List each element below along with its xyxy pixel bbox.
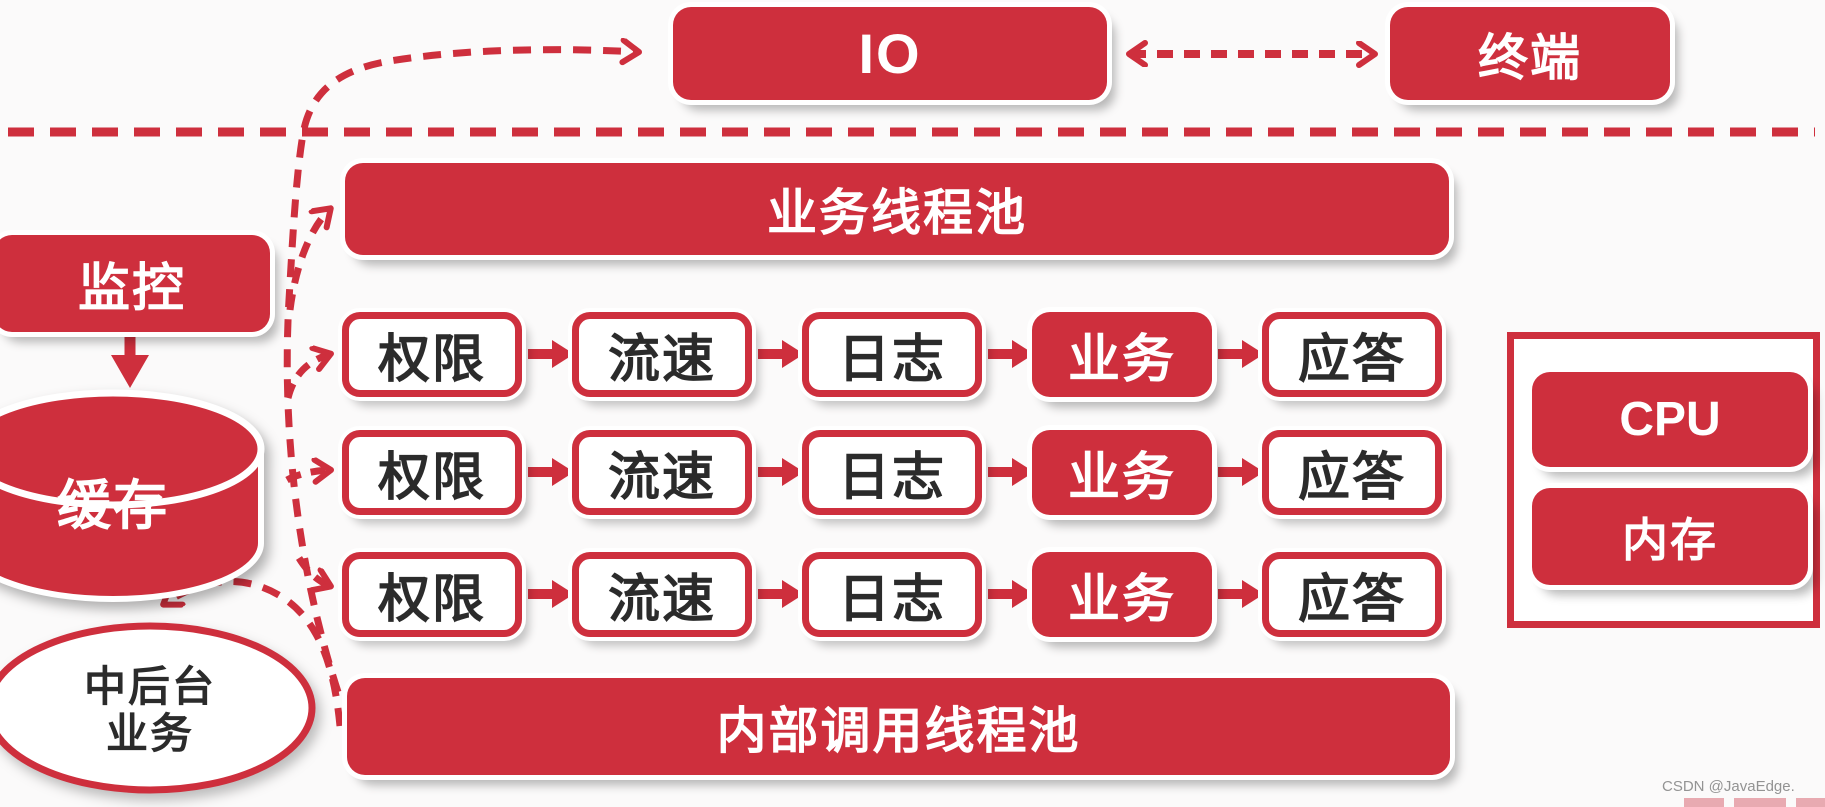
pipeline-arrows-row3 <box>528 580 1264 608</box>
pipeline-row3-step-auth: 权限 <box>342 552 522 637</box>
pipeline-row1-step-reply: 应答 <box>1262 312 1442 397</box>
watermark-text: CSDN @JavaEdge. <box>1662 778 1795 795</box>
pipeline-row3-step-biz: 业务 <box>1032 552 1212 637</box>
pipeline-row1-step-rate: 流速 <box>572 312 752 397</box>
io-node: IO <box>673 7 1107 100</box>
branch-to-business-pool <box>286 209 330 311</box>
pipeline-row2-step-log: 日志 <box>802 430 982 515</box>
pipeline-arrows-row2 <box>528 458 1264 486</box>
cpu-node: CPU <box>1532 372 1808 467</box>
pipeline-row1-step-log: 日志 <box>802 312 982 397</box>
trunk-to-io-curve <box>283 50 638 694</box>
monitor-node: 监控 <box>0 235 270 332</box>
monitor-to-cache-arrow <box>111 334 149 388</box>
watermark-block <box>1734 798 1786 807</box>
branch-to-row1 <box>284 354 330 399</box>
pipeline-row3-step-rate: 流速 <box>572 552 752 637</box>
pipeline-row1-step-auth: 权限 <box>342 312 522 397</box>
midback-business-label: 中后台 业务 <box>0 660 312 760</box>
cache-label: 缓存 <box>57 475 169 536</box>
pipeline-arrows-row1 <box>528 340 1264 368</box>
watermark-block <box>1684 798 1724 807</box>
midback-line1: 中后台 <box>83 662 216 710</box>
cache-cylinder <box>0 389 265 602</box>
memory-node: 内存 <box>1532 488 1808 585</box>
internal-call-thread-pool-bar: 内部调用线程池 <box>347 678 1450 775</box>
business-thread-pool-bar: 业务线程池 <box>345 163 1449 255</box>
pipeline-row2-step-auth: 权限 <box>342 430 522 515</box>
pipeline-row2-step-reply: 应答 <box>1262 430 1442 515</box>
watermark-block <box>1796 798 1825 807</box>
pipeline-row3-step-reply: 应答 <box>1262 552 1442 637</box>
branch-to-row2 <box>285 470 330 480</box>
branch-to-row3 <box>296 556 330 586</box>
midback-line2: 业务 <box>105 710 194 757</box>
pipeline-row3-step-log: 日志 <box>802 552 982 637</box>
midback-ellipse <box>0 622 316 794</box>
pipeline-row1-step-biz: 业务 <box>1032 312 1212 397</box>
pipeline-row2-step-biz: 业务 <box>1032 430 1212 515</box>
terminal-node: 终端 <box>1390 7 1670 100</box>
pipeline-row2-step-rate: 流速 <box>572 430 752 515</box>
